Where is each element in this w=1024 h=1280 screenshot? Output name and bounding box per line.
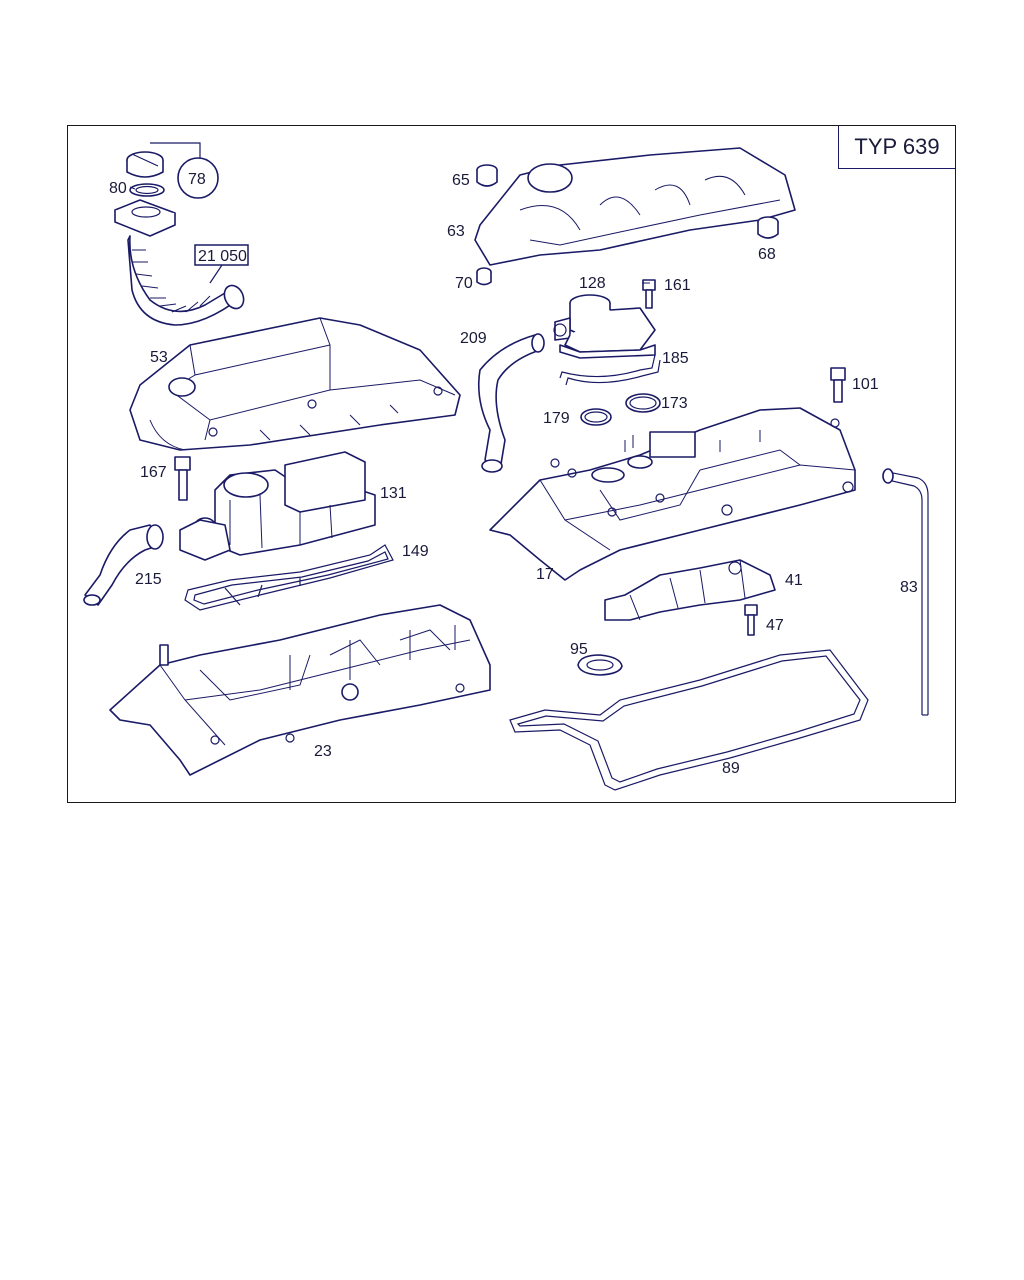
callout-47: 47 [766,617,784,634]
callout-209: 209 [460,330,487,347]
hose-209 [477,333,545,473]
gasket-89 [509,649,869,791]
engine-cover-63 [474,147,796,286]
bracket-41 [604,559,776,636]
callout-161: 161 [664,277,691,294]
cylinder-head-cover-17 [489,407,856,581]
callout-83: 83 [900,579,918,596]
callout-68: 68 [758,246,776,263]
cylinder-head-cover-23 [109,604,491,776]
hose-215 [83,524,164,606]
callout-173: 173 [661,395,688,412]
engine-cover-53 [129,317,461,451]
callout-185: 185 [662,350,689,367]
module-131 [179,451,376,561]
callout-80: 80 [109,180,127,197]
callout-179: 179 [543,410,570,427]
callout-41: 41 [785,572,803,589]
callout-65: 65 [452,172,470,189]
leader-lines [129,186,650,284]
oil-filler-cap [126,142,201,197]
callout-131: 131 [380,485,407,502]
oil-separator-128 [553,279,661,426]
callout-23: 23 [314,743,332,760]
callout-167: 167 [140,464,167,481]
callout-labels: 80 65 63 68 70 128 161 209 185 53 101 17… [109,172,918,777]
seal-95 [577,654,623,676]
callout-70: 70 [455,275,473,292]
callout-215: 215 [135,571,162,588]
bolt-101 [830,367,846,403]
reference-circle [177,157,219,199]
callout-95: 95 [570,641,588,658]
reference-box-label: 21 050 [198,248,247,265]
model-type-label: TYP 639 [838,126,955,169]
callout-63: 63 [447,223,465,240]
filler-hose [114,199,245,326]
gasket-149 [184,544,394,611]
callout-89: 89 [722,760,740,777]
callout-17: 17 [536,566,554,583]
circle-ref-label: 78 [188,171,206,188]
callout-53: 53 [150,349,168,366]
bolt-167 [174,456,191,501]
dipstick-tube-83 [882,468,929,716]
callout-128: 128 [579,275,606,292]
diagram-frame [67,125,956,803]
callout-149: 149 [402,543,429,560]
callout-101: 101 [852,376,879,393]
